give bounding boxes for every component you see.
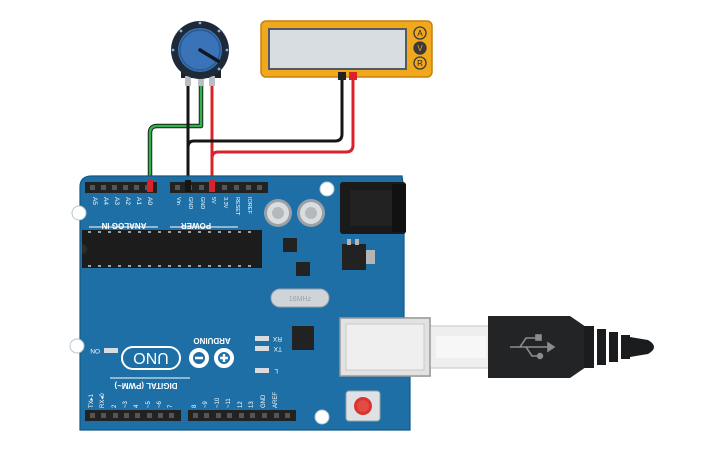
multimeter[interactable]: A V R (260, 20, 433, 80)
pin-5v-wire-end (209, 180, 215, 192)
potentiometer[interactable] (171, 21, 229, 86)
usb-port[interactable] (339, 317, 431, 377)
on-led: ON (90, 347, 118, 354)
svg-text:Vin: Vin (175, 197, 181, 205)
svg-text:IOREF: IOREF (246, 197, 252, 214)
svg-text:~6: ~6 (157, 400, 163, 408)
capacitor-2 (297, 199, 325, 227)
svg-text:A1: A1 (135, 197, 142, 205)
wire-green[interactable] (147, 82, 204, 186)
arduino-board[interactable]: A5 A4 A3 A2 A1 A0 Vin GND GND 5V 3.3V RE… (69, 175, 431, 431)
small-square-ic (296, 262, 310, 276)
analog-pin-header[interactable] (85, 182, 157, 193)
digital-pin-labels: TX▸1 RX◂0 2 ~3 4 ~5 ~6 7 8 ~9 ~10 ~11 12… (89, 392, 279, 408)
voltage-regulator (342, 239, 375, 270)
wire-black-meter[interactable] (186, 76, 344, 148)
svg-text:TX▸1: TX▸1 (89, 393, 95, 408)
uno-logo: UNO (121, 346, 181, 370)
svg-text:A0: A0 (146, 197, 153, 205)
pin-a0-wire-end (147, 180, 153, 192)
svg-text:12: 12 (238, 401, 244, 408)
svg-text:RX◂0: RX◂0 (100, 393, 106, 408)
svg-text:AREF: AREF (273, 392, 279, 408)
usb-icon (510, 334, 556, 360)
svg-text:GND: GND (187, 197, 193, 209)
analog-pin-labels: A5 A4 A3 A2 A1 A0 (91, 197, 153, 205)
multimeter-mode-voltage[interactable]: V (413, 41, 427, 55)
digital-pin-header-low[interactable] (85, 410, 181, 421)
svg-text:5V: 5V (210, 197, 216, 204)
usb-interface-chip (292, 326, 314, 350)
svg-text:16MHz: 16MHz (289, 296, 312, 303)
svg-text:RX: RX (272, 335, 282, 342)
microcontroller-chip (82, 230, 262, 268)
svg-text:RESET: RESET (234, 197, 240, 216)
svg-text:7: 7 (168, 404, 174, 408)
power-jack[interactable] (340, 182, 406, 234)
svg-text:A: A (417, 29, 423, 38)
svg-text:A5: A5 (91, 197, 98, 205)
wire-red-meter[interactable] (210, 76, 355, 159)
probe-black[interactable] (338, 72, 346, 80)
digital-pin-header-high[interactable] (188, 410, 296, 421)
capacitor-1 (264, 199, 292, 227)
svg-text:GND: GND (261, 394, 267, 408)
svg-text:R: R (417, 59, 423, 68)
probe-red[interactable] (349, 72, 357, 80)
svg-text:V: V (417, 44, 423, 53)
svg-text:~11: ~11 (226, 398, 232, 408)
svg-text:~3: ~3 (123, 400, 129, 408)
multimeter-mode-ampere[interactable]: A (413, 26, 427, 40)
svg-text:~5: ~5 (146, 400, 152, 408)
crystal-oscillator: 16MHz (270, 288, 330, 308)
svg-text:2: 2 (112, 404, 118, 408)
svg-text:GND: GND (199, 197, 205, 209)
svg-text:~9: ~9 (203, 400, 209, 408)
small-ic (283, 238, 297, 252)
svg-text:A2: A2 (124, 197, 131, 205)
analog-in-heading: ANALOG IN (101, 221, 146, 230)
power-heading: POWER (181, 221, 211, 230)
svg-text:A4: A4 (102, 197, 109, 205)
svg-text:8: 8 (192, 404, 198, 408)
svg-text:L: L (274, 367, 278, 374)
svg-text:13: 13 (249, 401, 255, 408)
svg-text:ON: ON (90, 347, 100, 354)
multimeter-mode-resistance[interactable]: R (413, 56, 427, 70)
arduino-infinity-logo (189, 348, 234, 368)
potentiometer-knob-indicator (198, 48, 220, 63)
svg-text:3.3V: 3.3V (222, 197, 228, 209)
svg-text:A3: A3 (113, 197, 120, 205)
svg-text:~10: ~10 (215, 397, 221, 408)
svg-text:TX: TX (273, 345, 282, 352)
reset-button[interactable] (345, 390, 381, 422)
power-pin-header[interactable] (170, 182, 268, 193)
wires (147, 76, 355, 186)
power-pin-labels: Vin GND GND 5V 3.3V RESET IOREF (175, 197, 252, 216)
svg-text:4: 4 (134, 404, 140, 408)
digital-heading: DIGITAL (PWM~) (114, 381, 177, 390)
multimeter-display (268, 28, 407, 70)
pin-gnd-wire-end (185, 180, 191, 192)
arduino-brand: ARDUINO (193, 336, 230, 345)
svg-text:UNO: UNO (133, 349, 169, 366)
status-leds: RX TX L (255, 335, 282, 374)
